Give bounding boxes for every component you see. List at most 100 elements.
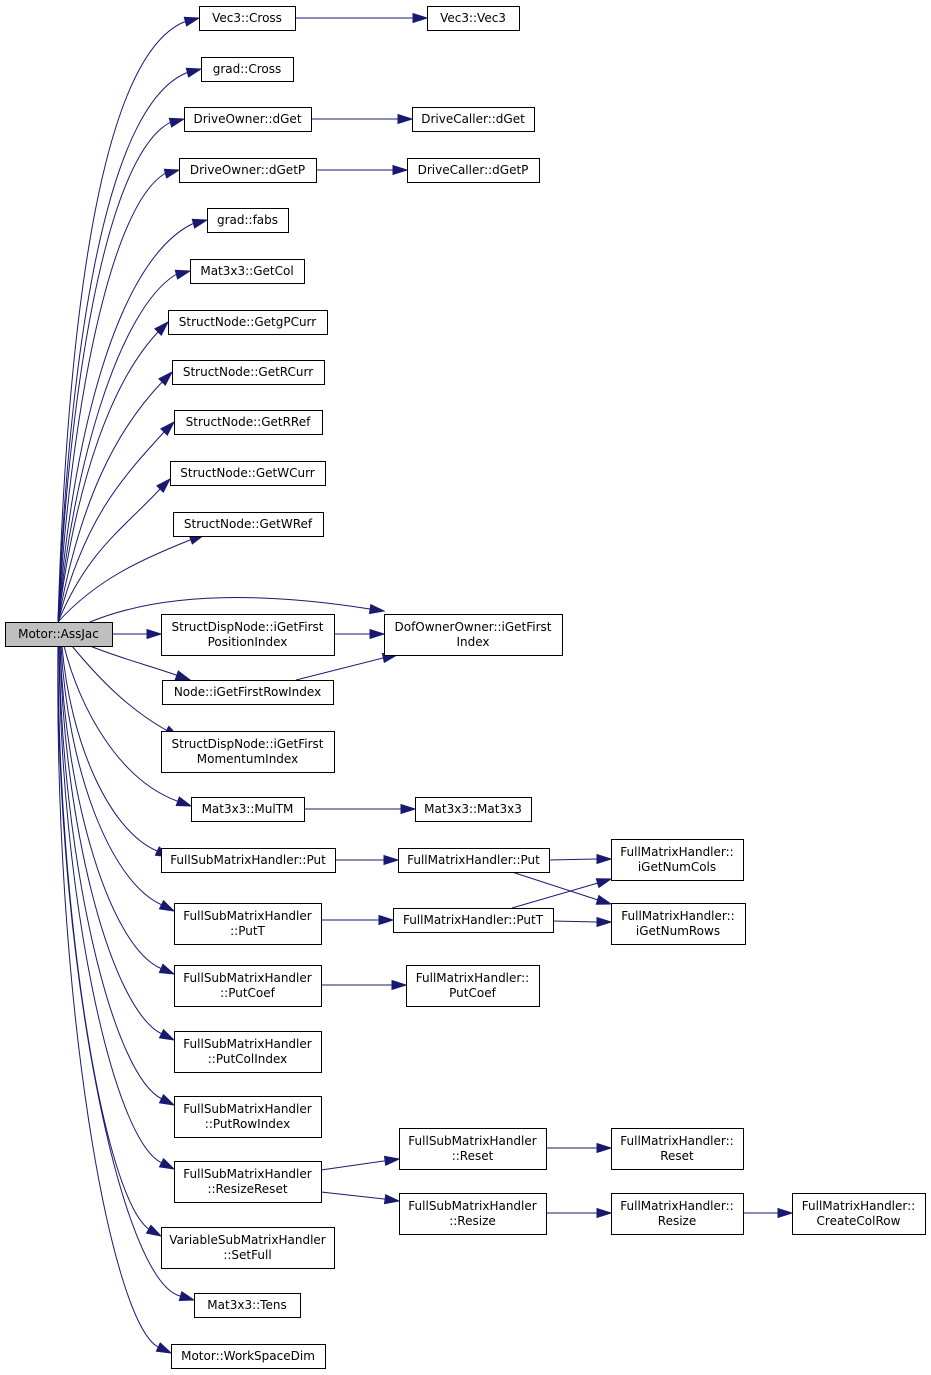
node-root[interactable]: Motor::AssJac [5,622,113,647]
arrowhead-icon [383,854,400,866]
node-label: FullMatrixHandler::Put [407,853,540,867]
node-full-igetnumrows[interactable]: FullMatrixHandler::iGetNumRows [611,903,746,945]
node-label: Mat3x3::Mat3x3 [424,802,522,816]
node-box[interactable] [611,1193,744,1235]
node-full-createcolrow[interactable]: FullMatrixHandler::CreateColRow [792,1193,926,1235]
node-fullsub-resizereset[interactable]: FullSubMatrixHandler::ResizeReset [174,1161,322,1203]
node-box[interactable] [792,1193,926,1235]
node-fullsub-putcoef[interactable]: FullSubMatrixHandler::PutCoef [174,965,322,1007]
node-box[interactable] [168,310,328,335]
node-full-igetnumcols[interactable]: FullMatrixHandler::iGetNumCols [611,839,744,881]
node-box[interactable] [611,1128,744,1170]
node-box[interactable] [199,6,296,31]
node-box[interactable] [174,410,323,435]
node-label: FullMatrixHandler::PutT [403,913,544,927]
node-label: FullMatrixHandler:: [802,1199,915,1213]
node-box[interactable] [611,903,746,945]
node-label: FullSubMatrixHandler [408,1199,536,1213]
node-fullsub-putcolindex[interactable]: FullSubMatrixHandler::PutColIndex [174,1031,322,1073]
node-box[interactable] [174,1161,322,1203]
node-fullsub-put[interactable]: FullSubMatrixHandler::Put [161,848,336,873]
node-drivecaller-dget[interactable]: DriveCaller::dGet [412,107,535,132]
node-label: DriveOwner::dGet [193,112,301,126]
node-structnode-getgpcurr[interactable]: StructNode::GetgPCurr [168,310,328,335]
arrowhead-icon [145,1224,163,1237]
node-label: StructNode::GetWCurr [180,466,315,480]
node-box[interactable] [194,1293,301,1318]
node-box[interactable] [399,1193,547,1235]
node-structnode-getrcurr[interactable]: StructNode::GetRCurr [172,360,325,385]
node-fullsub-resize[interactable]: FullSubMatrixHandler::Resize [399,1193,547,1235]
node-box[interactable] [162,680,334,705]
node-node-igetfirstrowindex[interactable]: Node::iGetFirstRowIndex [162,680,334,705]
node-grad-fabs[interactable]: grad::fabs [207,208,289,233]
node-grad-cross[interactable]: grad::Cross [201,57,294,82]
node-box[interactable] [611,839,744,881]
edge-line [59,645,161,969]
node-fullsub-putrowindex[interactable]: FullSubMatrixHandler::PutRowIndex [174,1096,322,1138]
node-motor-workspacedim[interactable]: Motor::WorkSpaceDim [171,1344,326,1369]
node-box[interactable] [161,848,336,873]
node-structnode-getwref[interactable]: StructNode::GetWRef [173,512,324,537]
arrowhead-icon [163,168,181,179]
node-fullsub-putt[interactable]: FullSubMatrixHandler::PutT [174,903,322,945]
node-box[interactable] [174,1096,322,1138]
node-box[interactable] [393,908,554,933]
node-box[interactable] [415,797,532,822]
node-box[interactable] [184,107,312,132]
node-mat3x3-mat3x3[interactable]: Mat3x3::Mat3x3 [415,797,532,822]
node-box[interactable] [161,1227,335,1269]
node-mat3x3-multm[interactable]: Mat3x3::MulTM [191,797,305,822]
node-box[interactable] [384,614,563,656]
node-driveowner-dgetp[interactable]: DriveOwner::dGetP [179,158,317,183]
node-box[interactable] [399,1128,547,1170]
edge-line [57,539,191,623]
node-box[interactable] [398,848,550,873]
node-box[interactable] [412,107,535,132]
edge-full-putt-to-full-igetnumcols [511,878,613,909]
edge-driveowner-dgetp-to-drivecaller-dgetp [316,164,409,176]
node-mat3x3-getcol[interactable]: Mat3x3::GetCol [190,259,305,284]
node-vec3-cross[interactable]: Vec3::Cross [199,6,296,31]
node-label: grad::fabs [217,213,278,227]
node-box[interactable] [173,512,324,537]
node-driveowner-dget[interactable]: DriveOwner::dGet [184,107,312,132]
node-full-putcoef[interactable]: FullMatrixHandler::PutCoef [406,965,540,1007]
node-mat3x3-tens[interactable]: Mat3x3::Tens [194,1293,301,1318]
node-box[interactable] [174,1031,322,1073]
node-box[interactable] [201,57,294,82]
edge-root-to-structnode-getrcurr [57,370,174,623]
node-box[interactable] [174,903,322,945]
node-box[interactable] [427,6,520,31]
node-full-reset[interactable]: FullMatrixHandler::Reset [611,1128,744,1170]
edge-root-to-structnode-getrref [57,420,176,623]
node-box[interactable] [172,360,325,385]
node-box[interactable] [207,208,289,233]
node-structnode-getwcurr[interactable]: StructNode::GetWCurr [170,461,326,486]
node-box[interactable] [5,622,113,647]
node-full-resize[interactable]: FullMatrixHandler::Resize [611,1193,744,1235]
node-variablesub-setfull[interactable]: VariableSubMatrixHandler::SetFull [161,1227,335,1269]
node-box[interactable] [179,158,317,183]
node-box[interactable] [191,797,305,822]
node-structnode-getrref[interactable]: StructNode::GetRRef [174,410,323,435]
node-box[interactable] [161,614,335,656]
node-fullsub-reset[interactable]: FullSubMatrixHandler::Reset [399,1128,547,1170]
node-drivecaller-dgetp[interactable]: DriveCaller::dGetP [407,158,540,183]
node-box[interactable] [190,259,305,284]
node-full-putt[interactable]: FullMatrixHandler::PutT [393,908,554,933]
node-box[interactable] [170,461,326,486]
node-box[interactable] [171,1344,326,1369]
node-box[interactable] [174,965,322,1007]
node-box[interactable] [406,965,540,1007]
edge-driveowner-dget-to-drivecaller-dget [311,113,414,125]
node-full-put[interactable]: FullMatrixHandler::Put [398,848,550,873]
node-vec3-vec3[interactable]: Vec3::Vec3 [427,6,520,31]
node-box[interactable] [161,731,335,773]
edge-line [320,1191,385,1200]
edge-root-to-node-igetfirstrowindex [89,645,192,681]
node-box[interactable] [407,158,540,183]
